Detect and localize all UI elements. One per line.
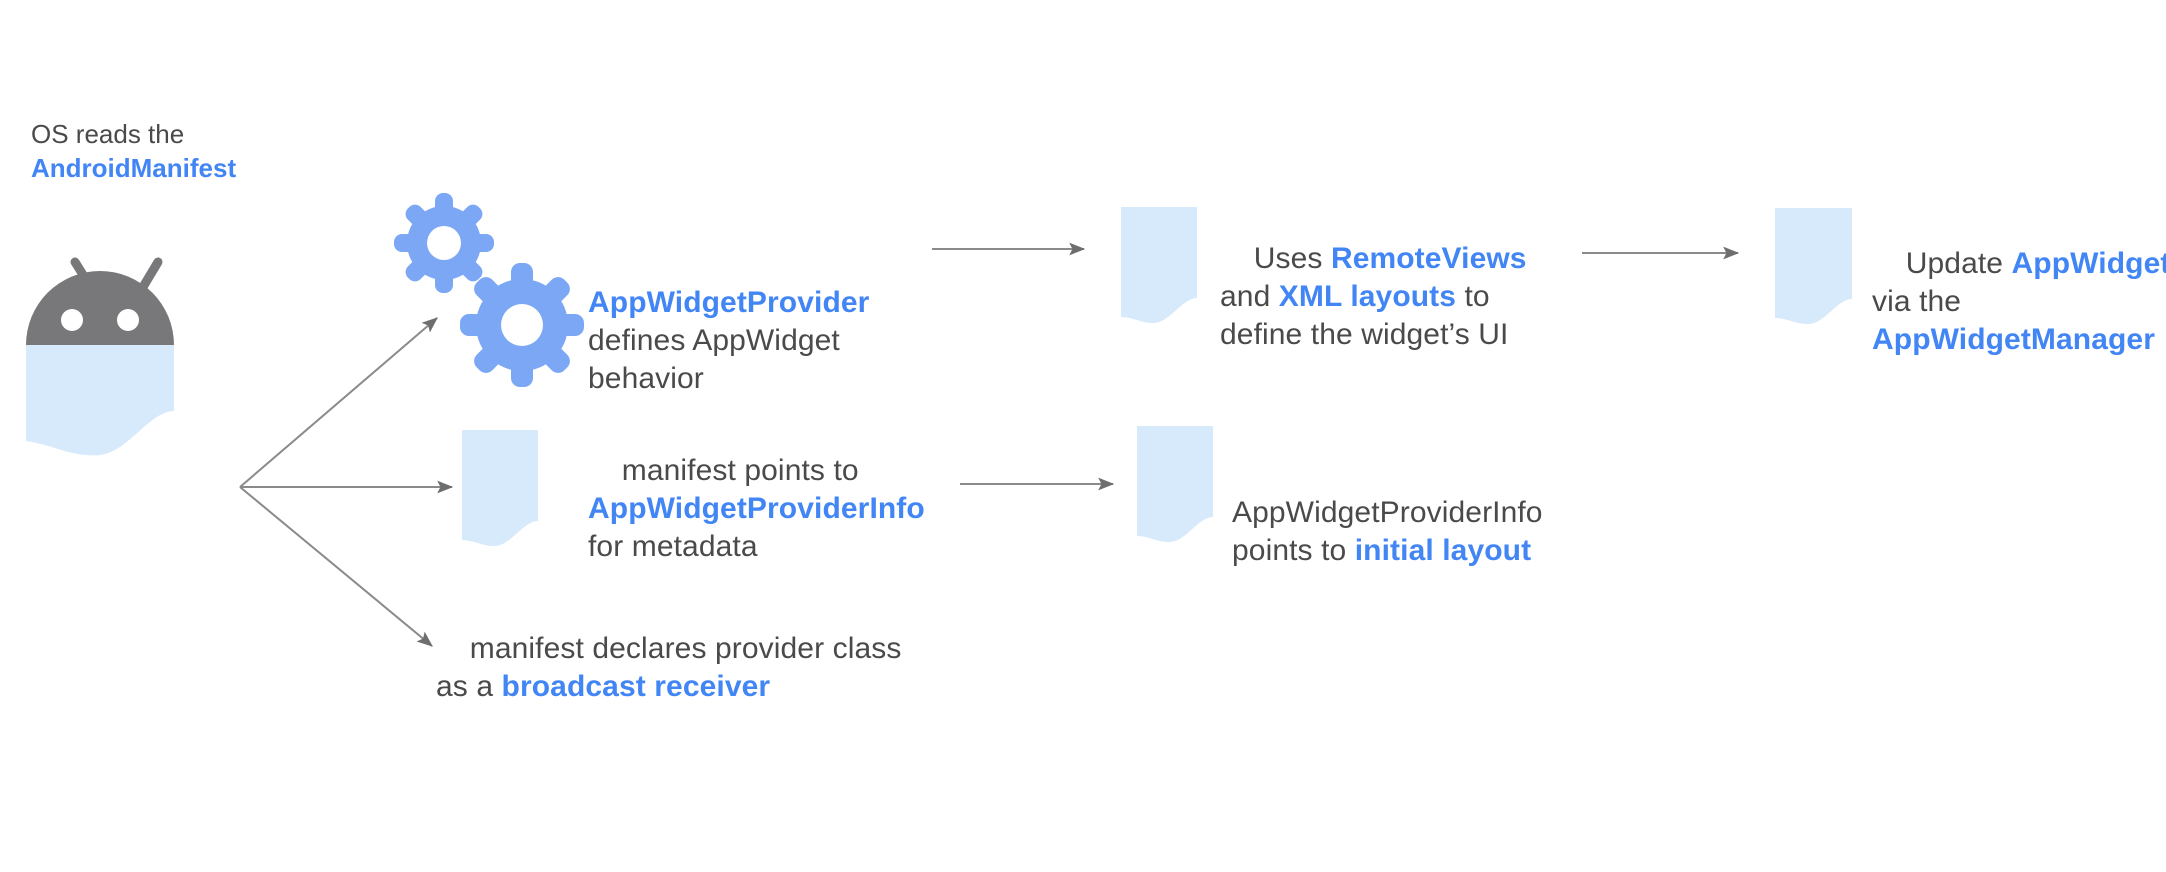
- appwidgetmanager-label-part-1: AppWidget: [2011, 247, 2166, 281]
- manifest-caption-line2: AndroidManifest: [31, 152, 237, 183]
- broadcastreceiver-label-part-0: manifest declares provider class as a: [436, 632, 910, 704]
- initiallayout-label-part-1: initial layout: [1354, 534, 1532, 568]
- initiallayout-label-part-0: AppWidgetProviderInfo points to: [1232, 496, 1552, 568]
- providerinfo-label-part-0: manifest points to: [621, 454, 868, 488]
- remoteviews-document-icon: [1121, 207, 1197, 324]
- remoteviews-label-part-2: and: [1220, 242, 1536, 314]
- appwidgetmanager-label-part-3: AppWidgetManager: [1872, 323, 2155, 357]
- remoteviews-label-part-1: RemoteViews: [1330, 242, 1527, 276]
- remoteviews-label-part-4: to define the widget’s UI: [1220, 280, 1509, 352]
- providerinfo-label: manifest points to AppWidgetProviderInfo…: [588, 414, 960, 604]
- edge-manifest-to-provider: [239, 317, 438, 488]
- providerinfo-label-part-1: AppWidgetProviderInfo: [588, 492, 925, 526]
- android-robot-icon: [26, 257, 174, 345]
- appwidgetmanager-document-icon: [1775, 208, 1852, 325]
- initiallayout-label: AppWidgetProviderInfo points to initial …: [1232, 418, 1552, 608]
- appwidgetmanager-label-part-0: Update: [1905, 247, 2012, 281]
- gear-small-icon: [394, 193, 494, 293]
- provider-label: AppWidgetProvider defines AppWidget beha…: [588, 208, 878, 437]
- remoteviews-label-part-0: Uses: [1253, 242, 1331, 276]
- broadcastreceiver-label: manifest declares provider class as a br…: [436, 592, 906, 744]
- manifest-document-shape: [26, 345, 174, 456]
- provider-label-part-1: defines AppWidget behavior: [588, 286, 878, 396]
- initiallayout-document-icon: [1137, 426, 1213, 543]
- appwidgetmanager-label: Update AppWidget via the AppWidgetManage…: [1872, 207, 2166, 397]
- broadcastreceiver-label-part-1: broadcast receiver: [501, 670, 771, 704]
- manifest-caption-line1: OS reads the: [31, 119, 185, 149]
- provider-label-part-0: AppWidgetProvider: [588, 286, 870, 320]
- manifest-caption: OS reads the AndroidManifest: [31, 118, 331, 186]
- remoteviews-label-part-3: XML layouts: [1278, 280, 1457, 314]
- edge-manifest-to-broadcastreceiver: [239, 486, 433, 647]
- remoteviews-label: Uses RemoteViews and XML layouts to defi…: [1220, 202, 1570, 392]
- providerinfo-label-part-2: for metadata: [588, 492, 934, 564]
- appwidgetmanager-label-part-2: via the: [1872, 285, 1962, 319]
- providerinfo-document-icon: [462, 430, 538, 547]
- gear-large-icon: [460, 263, 584, 387]
